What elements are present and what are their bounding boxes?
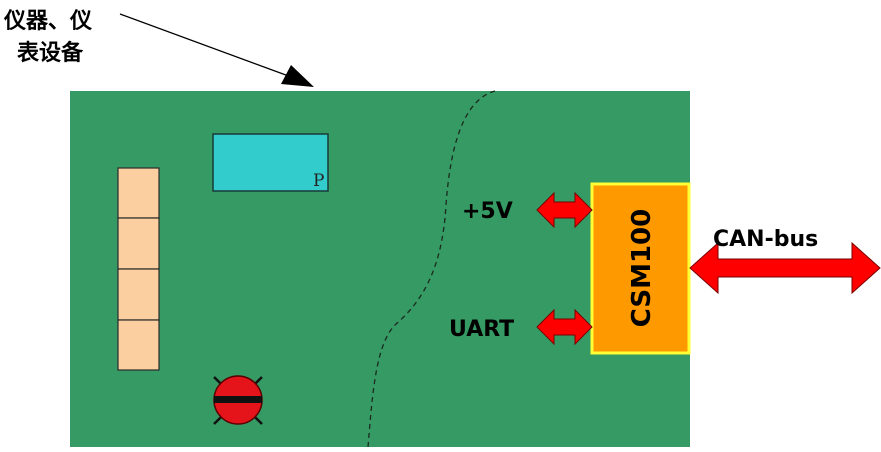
pointer-arrow-icon [119, 13, 314, 87]
power-label: +5V [462, 199, 513, 224]
power-double-arrow-icon [536, 191, 593, 229]
caption-line-1: 仪器、仪 [3, 9, 93, 34]
chip-letter: P [313, 171, 324, 191]
module-name: CSM100 [627, 209, 657, 327]
uart-double-arrow-icon [536, 308, 593, 346]
can-bus-double-arrow-icon [689, 241, 881, 295]
connector-pad [117, 167, 160, 219]
connector-pad [117, 319, 160, 371]
pcb-board [70, 91, 690, 447]
module-box [590, 182, 691, 355]
can-bus-label: CAN-bus [713, 227, 818, 252]
connector-block [117, 167, 160, 371]
board-cut-line [367, 90, 496, 448]
connector-pad [117, 217, 160, 270]
chip [212, 133, 329, 192]
connector-pad [117, 268, 160, 321]
push-button-icon [213, 375, 263, 425]
caption-line-2: 表设备 [17, 40, 84, 66]
uart-label: UART [449, 317, 514, 342]
